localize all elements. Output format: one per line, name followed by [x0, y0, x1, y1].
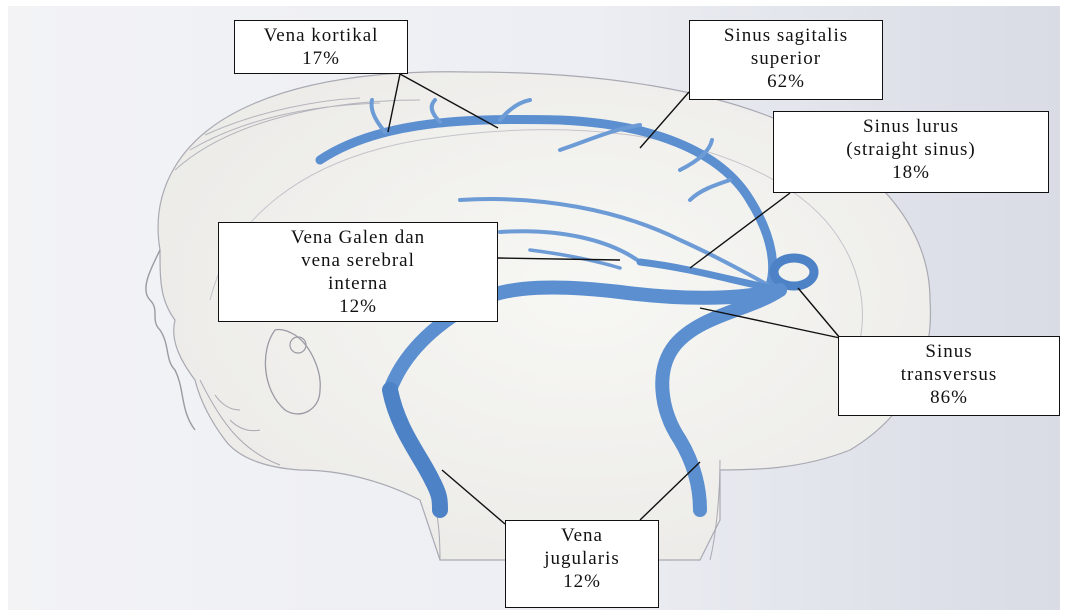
label-text-line: Sinus lurus: [774, 115, 1048, 138]
label-percentage: 12%: [506, 570, 658, 593]
label-text-line: Vena Galen dan: [219, 226, 497, 249]
label-percentage: 86%: [839, 386, 1059, 409]
label-text-line: (straight sinus): [774, 138, 1048, 161]
label-text-line: interna: [219, 272, 497, 295]
label-text-line: Sinus sagitalis: [690, 24, 882, 47]
label-vena-jugularis: Vena jugularis 12%: [505, 520, 659, 608]
label-sinus-transversus: Sinus transversus 86%: [838, 336, 1060, 416]
label-vena-galen: Vena Galen dan vena serebral interna 12%: [218, 222, 498, 322]
label-sinus-lurus: Sinus lurus (straight sinus) 18%: [773, 111, 1049, 193]
label-text-line: Vena kortikal: [235, 24, 407, 47]
label-percentage: 12%: [219, 295, 497, 318]
label-text-line: superior: [690, 47, 882, 70]
label-sinus-sagitalis-superior: Sinus sagitalis superior 62%: [689, 20, 883, 100]
label-percentage: 62%: [690, 70, 882, 93]
label-text-line: transversus: [839, 363, 1059, 386]
label-percentage: 17%: [235, 47, 407, 70]
label-text-line: Sinus: [839, 340, 1059, 363]
label-text-line: jugularis: [506, 547, 658, 570]
label-text-line: Vena: [506, 524, 658, 547]
label-text-line: vena serebral: [219, 249, 497, 272]
label-vena-kortikal: Vena kortikal 17%: [234, 20, 408, 74]
label-percentage: 18%: [774, 161, 1048, 184]
